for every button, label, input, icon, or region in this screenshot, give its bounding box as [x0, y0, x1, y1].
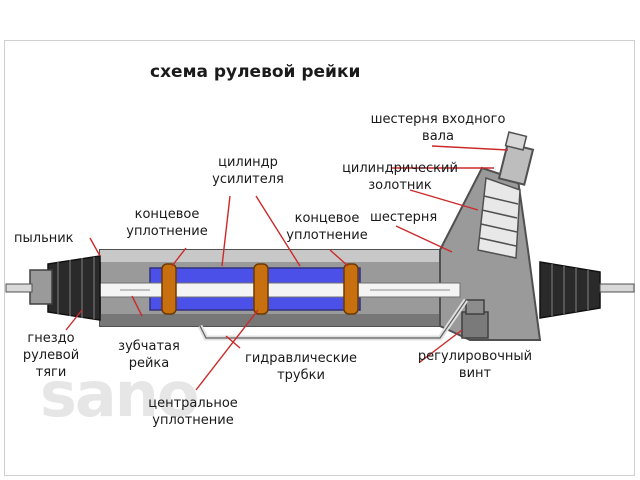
label-cylindrical-spool: цилиндрический золотник — [342, 161, 458, 193]
label-pinion-gear: шестерня — [370, 210, 438, 225]
right-boot — [539, 261, 635, 319]
label-adjusting-screw: регулировочный винт — [417, 349, 533, 381]
label-right-end-seal: концевое уплотнение — [286, 211, 368, 243]
valve-housing — [439, 131, 542, 341]
right-end-seal — [343, 263, 359, 315]
diagram-title: схема рулевой рейки — [150, 62, 361, 82]
watermark: sano — [40, 358, 199, 431]
label-power-cylinder: цилиндр усилителя — [212, 155, 284, 187]
diagram-frame — [4, 40, 635, 476]
label-hydraulic-tubes: гидравлические трубки — [244, 351, 358, 383]
central-seal — [253, 263, 269, 315]
leader-lines — [65, 145, 509, 391]
left-end-seal — [161, 263, 177, 315]
label-boot: пыльник — [14, 231, 74, 246]
left-boot — [5, 255, 101, 321]
label-central-seal: центральное уплотнение — [148, 396, 238, 428]
label-tie-rod-socket: гнездо рулевой тяги — [22, 331, 80, 380]
label-input-shaft-gear: шестерня входного вала — [370, 112, 506, 144]
label-toothed-rack: зубчатая рейка — [118, 339, 180, 371]
label-left-end-seal: концевое уплотнение — [126, 207, 208, 239]
